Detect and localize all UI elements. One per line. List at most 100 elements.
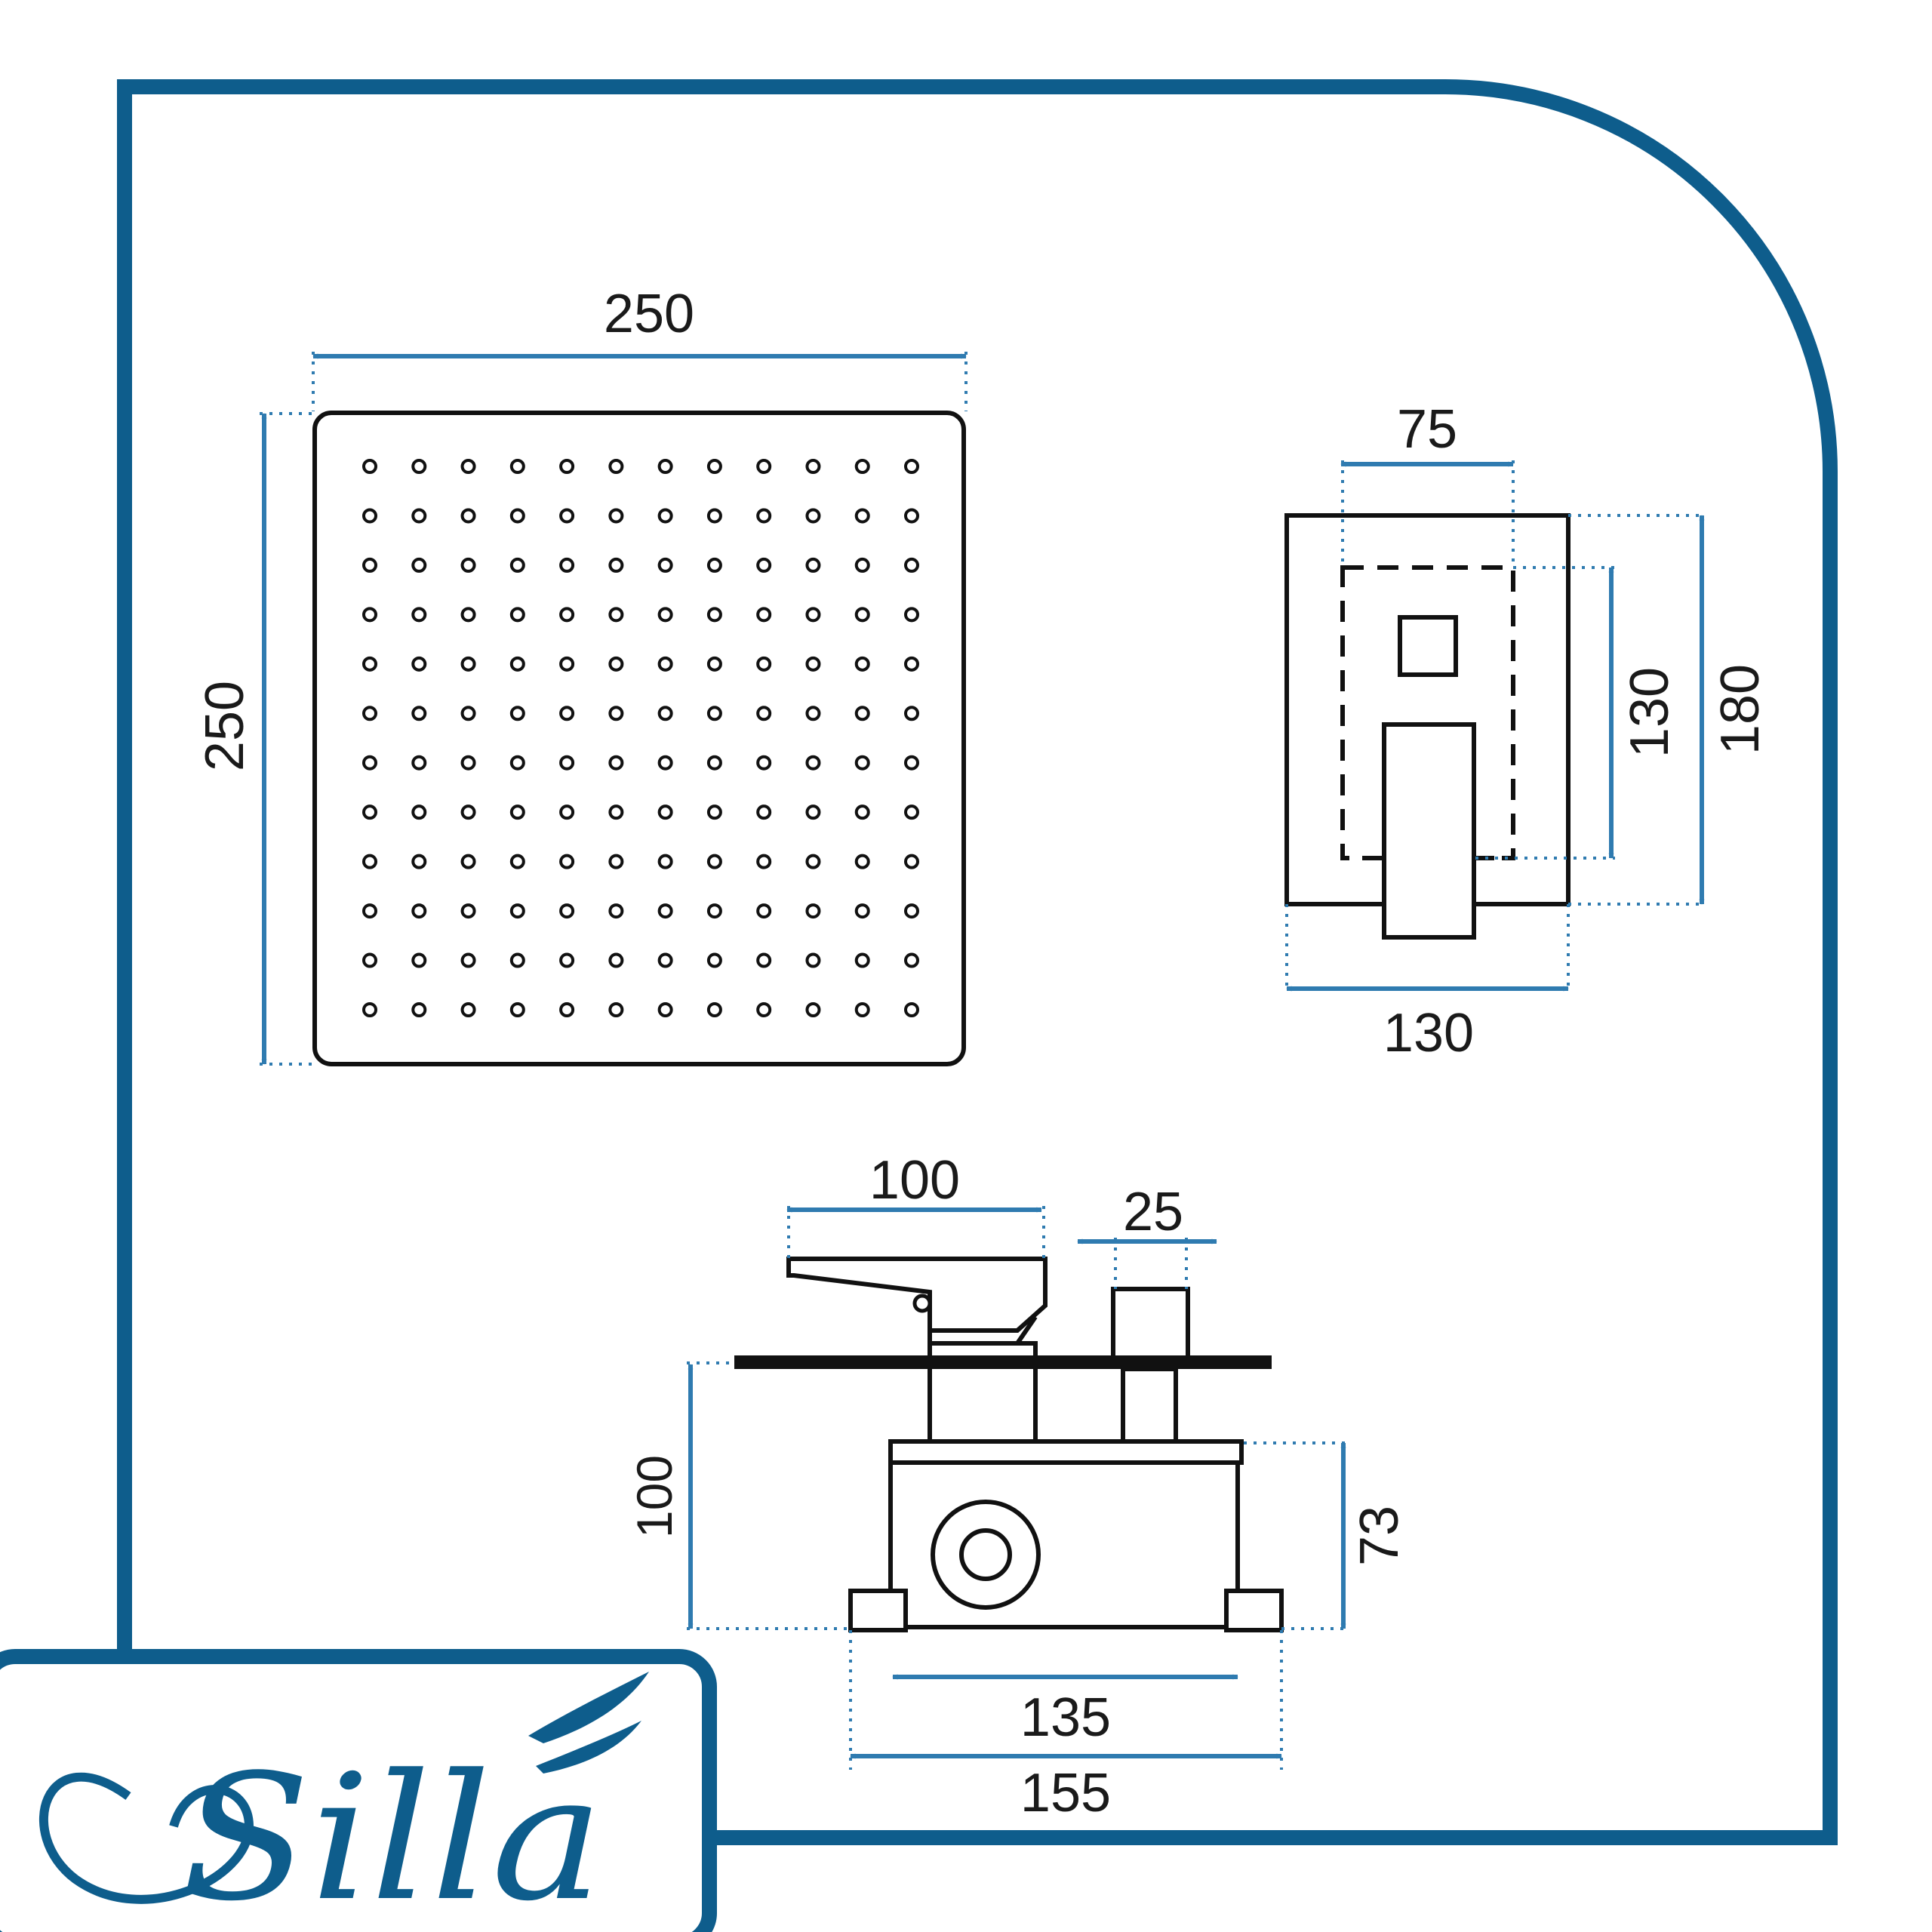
- nozzle: [460, 607, 476, 623]
- nozzle: [608, 459, 624, 474]
- nozzle: [608, 656, 624, 672]
- nozzle: [608, 755, 624, 771]
- nozzle: [756, 706, 772, 721]
- nozzle: [559, 607, 575, 623]
- nozzle: [559, 656, 575, 672]
- nozzle: [756, 508, 772, 524]
- nozzle: [805, 1002, 821, 1017]
- nozzle: [362, 459, 377, 474]
- nozzle: [854, 706, 870, 721]
- nozzle: [904, 508, 919, 524]
- nozzle: [362, 656, 377, 672]
- nozzle: [904, 854, 919, 869]
- nozzle: [460, 804, 476, 820]
- nozzle: [460, 656, 476, 672]
- nozzle: [904, 903, 919, 919]
- brand-logo-badge: [0, 1649, 717, 1932]
- left-foot: [848, 1589, 908, 1632]
- nozzle: [657, 903, 673, 919]
- nozzle: [805, 557, 821, 573]
- nozzle: [805, 952, 821, 968]
- nozzle: [460, 508, 476, 524]
- nozzle: [854, 952, 870, 968]
- nozzle: [608, 557, 624, 573]
- nozzle: [854, 804, 870, 820]
- nozzle: [460, 755, 476, 771]
- nozzle: [756, 1002, 772, 1017]
- nozzle: [706, 854, 722, 869]
- nozzle: [559, 952, 575, 968]
- nozzle: [411, 1002, 427, 1017]
- nozzle: [460, 459, 476, 474]
- nozzle: [904, 557, 919, 573]
- nozzle: [657, 755, 673, 771]
- nozzle: [657, 607, 673, 623]
- nozzle: [657, 854, 673, 869]
- nozzle: [805, 607, 821, 623]
- nozzle: [756, 557, 772, 573]
- nozzle: [657, 656, 673, 672]
- nozzle: [706, 607, 722, 623]
- nozzle: [460, 1002, 476, 1017]
- nozzle: [805, 508, 821, 524]
- nozzle: [559, 706, 575, 721]
- nozzle: [706, 755, 722, 771]
- nozzle: [756, 854, 772, 869]
- nozzle: [657, 804, 673, 820]
- nozzle: [608, 854, 624, 869]
- nozzle: [805, 903, 821, 919]
- box-height-label: 73: [1349, 1506, 1410, 1566]
- nozzle: [509, 656, 525, 672]
- nozzle: [904, 1002, 919, 1017]
- nozzle: [854, 903, 870, 919]
- nozzle: [854, 607, 870, 623]
- nozzle: [362, 854, 377, 869]
- nozzle: [805, 755, 821, 771]
- nozzle: [509, 804, 525, 820]
- nozzle: [559, 755, 575, 771]
- nozzle: [460, 854, 476, 869]
- faceplate-view: 75 130 180 130: [1284, 399, 1770, 1063]
- mixer-lever-side: [786, 1257, 1048, 1333]
- nozzle: [904, 804, 919, 820]
- mixer-side-view: 100 25 100 73 135 155: [626, 1150, 1410, 1823]
- nozzle: [657, 557, 673, 573]
- page-frame: [117, 79, 1838, 1845]
- nozzle: [509, 854, 525, 869]
- nozzle: [559, 804, 575, 820]
- nozzle: [706, 557, 722, 573]
- nozzle: [706, 706, 722, 721]
- faceplate-outer-height-label: 180: [1710, 664, 1770, 755]
- nozzle: [411, 854, 427, 869]
- nozzle: [904, 755, 919, 771]
- nozzle: [657, 508, 673, 524]
- nozzle: [706, 903, 722, 919]
- nozzle: [657, 1002, 673, 1017]
- nozzle: [904, 952, 919, 968]
- nozzle: [706, 1002, 722, 1017]
- nozzle: [509, 706, 525, 721]
- faceplate-inner-width-label: 75: [1397, 399, 1457, 460]
- nozzle: [509, 755, 525, 771]
- nozzle-grid: [362, 459, 919, 1017]
- nozzle: [608, 952, 624, 968]
- knob-width-label: 25: [1123, 1182, 1183, 1242]
- nozzle: [460, 952, 476, 968]
- nozzle: [559, 508, 575, 524]
- nozzle: [805, 706, 821, 721]
- nozzle: [362, 804, 377, 820]
- nozzle: [805, 459, 821, 474]
- nozzle: [756, 459, 772, 474]
- nozzle: [411, 755, 427, 771]
- shower-head-view: 250 250: [195, 284, 968, 1066]
- nozzle: [608, 804, 624, 820]
- nozzle: [756, 656, 772, 672]
- nozzle: [411, 557, 427, 573]
- nozzle: [411, 804, 427, 820]
- nozzle: [608, 903, 624, 919]
- nozzle: [362, 952, 377, 968]
- nozzle: [509, 1002, 525, 1017]
- nozzle: [411, 607, 427, 623]
- mixer-body-lid: [888, 1439, 1244, 1465]
- nozzle: [756, 755, 772, 771]
